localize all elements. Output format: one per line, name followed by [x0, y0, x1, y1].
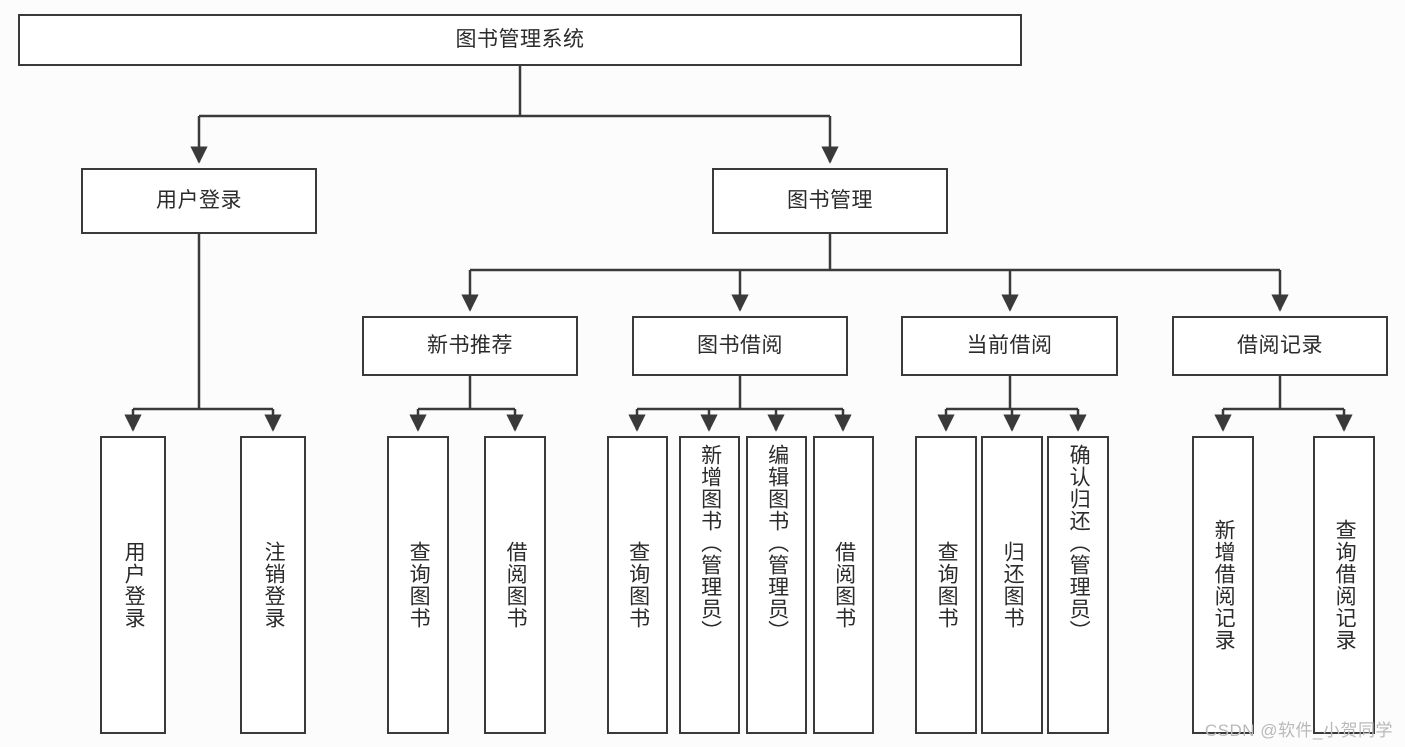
node-borrow-record-label: 借阅记录	[1237, 334, 1323, 358]
node-book-borrow-label: 图书借阅	[697, 334, 783, 358]
csdn-watermark: CSDN @软件_小贺同学	[1204, 721, 1393, 740]
node-leaf-add-book[interactable]: 新增图书（管理员）	[679, 436, 740, 734]
node-new-book-recommend[interactable]: 新书推荐	[362, 316, 578, 376]
node-leaf-return-book-label: 归还图书	[1001, 541, 1025, 629]
node-root[interactable]: 图书管理系统	[18, 14, 1022, 66]
node-leaf-borrow-book-2-label: 借阅图书	[832, 541, 856, 629]
node-leaf-user-logout[interactable]: 注销登录	[240, 436, 306, 734]
node-current-borrow-label: 当前借阅	[966, 334, 1053, 358]
node-leaf-return-book[interactable]: 归还图书	[981, 436, 1043, 734]
node-leaf-query-book-1-label: 查询图书	[407, 541, 431, 629]
node-leaf-query-record-label: 查询借阅记录	[1333, 519, 1357, 651]
node-leaf-query-book-3-label: 查询图书	[935, 541, 959, 629]
node-leaf-borrow-book-1[interactable]: 借阅图书	[484, 436, 546, 734]
node-root-label: 图书管理系统	[455, 28, 585, 52]
node-leaf-add-record[interactable]: 新增借阅记录	[1192, 436, 1254, 734]
node-leaf-query-book-3[interactable]: 查询图书	[915, 436, 977, 734]
node-leaf-query-book-1[interactable]: 查询图书	[387, 436, 449, 734]
node-leaf-confirm-return[interactable]: 确认归还（管理员）	[1047, 436, 1109, 734]
node-borrow-record[interactable]: 借阅记录	[1172, 316, 1388, 376]
node-new-book-recommend-label: 新书推荐	[427, 334, 513, 358]
node-book-borrow[interactable]: 图书借阅	[632, 316, 848, 376]
node-leaf-query-book-2-label: 查询图书	[626, 541, 650, 629]
node-leaf-query-record[interactable]: 查询借阅记录	[1313, 436, 1375, 734]
node-user-login-label: 用户登录	[156, 189, 242, 213]
node-leaf-borrow-book-1-label: 借阅图书	[504, 541, 528, 629]
node-leaf-confirm-return-label: 确认归还（管理员）	[1067, 444, 1091, 642]
node-book-management-label: 图书管理	[787, 189, 873, 213]
node-leaf-edit-book[interactable]: 编辑图书（管理员）	[746, 436, 807, 734]
node-leaf-user-login-label: 用户登录	[122, 541, 146, 629]
node-leaf-add-book-label: 新增图书（管理员）	[698, 444, 722, 642]
node-leaf-user-login[interactable]: 用户登录	[100, 436, 166, 734]
node-book-management[interactable]: 图书管理	[712, 168, 948, 234]
node-leaf-query-book-2[interactable]: 查询图书	[607, 436, 668, 734]
node-leaf-user-logout-label: 注销登录	[262, 541, 286, 629]
node-user-login[interactable]: 用户登录	[81, 168, 317, 234]
node-current-borrow[interactable]: 当前借阅	[901, 316, 1118, 376]
node-leaf-edit-book-label: 编辑图书（管理员）	[765, 444, 789, 642]
node-leaf-borrow-book-2[interactable]: 借阅图书	[813, 436, 874, 734]
node-leaf-add-record-label: 新增借阅记录	[1212, 519, 1236, 651]
